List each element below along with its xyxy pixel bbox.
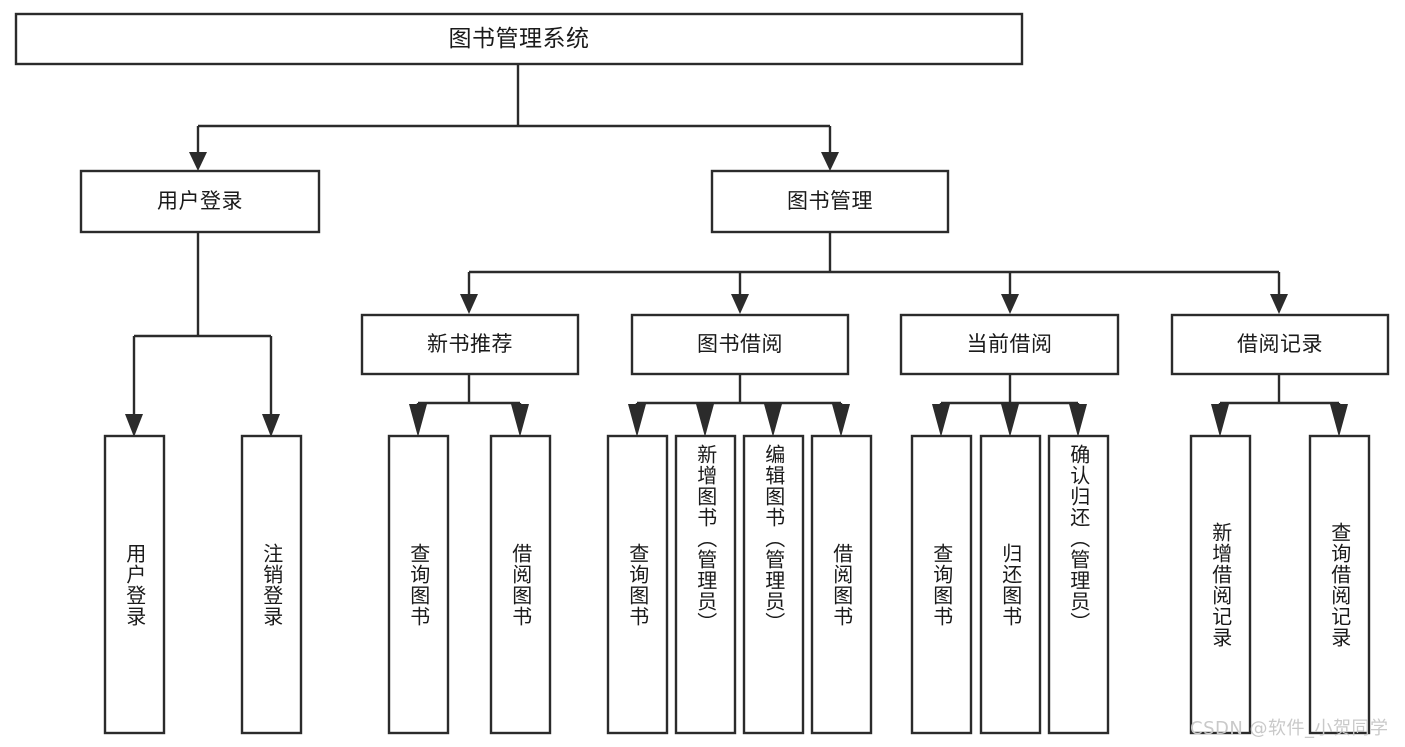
node-box-leaf-4[interactable] xyxy=(489,434,552,735)
arrowhead-leaf-7 xyxy=(764,404,782,437)
node-box-leaf-8[interactable] xyxy=(810,434,873,735)
node-box-leaf-10[interactable] xyxy=(979,434,1042,735)
arrowhead-book-mgmt xyxy=(821,152,839,171)
connector-group-current-borrow xyxy=(932,374,1087,437)
connector-group-book-borrow xyxy=(628,374,850,437)
node-box-leaf-7[interactable] xyxy=(742,434,805,735)
arrowhead-leaf-6 xyxy=(696,404,714,437)
arrowhead-leaf-1 xyxy=(125,414,143,437)
arrowhead-leaf-9 xyxy=(932,404,950,437)
connector-group-borrow-record xyxy=(1211,374,1348,437)
node-box-leaf-13[interactable] xyxy=(1308,434,1371,735)
node-box-borrow-record[interactable] xyxy=(1170,313,1390,376)
arrowhead-borrow-record xyxy=(1270,294,1288,314)
arrowhead-leaf-11 xyxy=(1069,404,1087,437)
arrowhead-new-book-rec xyxy=(460,294,478,314)
node-box-book-borrow[interactable] xyxy=(630,313,850,376)
arrowhead-user-login xyxy=(189,152,207,171)
connector-group-user-login xyxy=(125,232,280,437)
arrowhead-leaf-13 xyxy=(1330,404,1348,437)
csdn-watermark: CSDN @软件_小贺同学 xyxy=(1190,718,1389,739)
node-box-leaf-9[interactable] xyxy=(910,434,973,735)
arrowhead-leaf-10 xyxy=(1001,404,1019,437)
node-box-leaf-11[interactable] xyxy=(1047,434,1110,735)
connector-group-book-mgmt xyxy=(460,232,1288,314)
arrowhead-leaf-3 xyxy=(409,404,427,437)
node-box-leaf-3[interactable] xyxy=(387,434,450,735)
arrowhead-leaf-12 xyxy=(1211,404,1229,437)
node-box-leaf-1[interactable] xyxy=(103,434,166,735)
arrowhead-leaf-5 xyxy=(628,404,646,437)
arrowhead-current-borrow xyxy=(1001,294,1019,314)
node-box-user-login[interactable] xyxy=(79,169,321,234)
node-box-leaf-2[interactable] xyxy=(240,434,303,735)
node-box-book-mgmt[interactable] xyxy=(710,169,950,234)
node-box-leaf-5[interactable] xyxy=(606,434,669,735)
connector-group-root xyxy=(189,64,839,171)
node-box-new-book-rec[interactable] xyxy=(360,313,580,376)
arrowhead-leaf-4 xyxy=(511,404,529,437)
connector-group-new-book-rec xyxy=(409,374,529,437)
node-box-current-borrow[interactable] xyxy=(899,313,1120,376)
node-box-leaf-12[interactable] xyxy=(1189,434,1252,735)
node-box-leaf-6[interactable] xyxy=(674,434,737,735)
node-box-root[interactable] xyxy=(14,12,1024,66)
arrowhead-leaf-8 xyxy=(832,404,850,437)
arrowhead-leaf-2 xyxy=(262,414,280,437)
arrowhead-book-borrow xyxy=(731,294,749,314)
